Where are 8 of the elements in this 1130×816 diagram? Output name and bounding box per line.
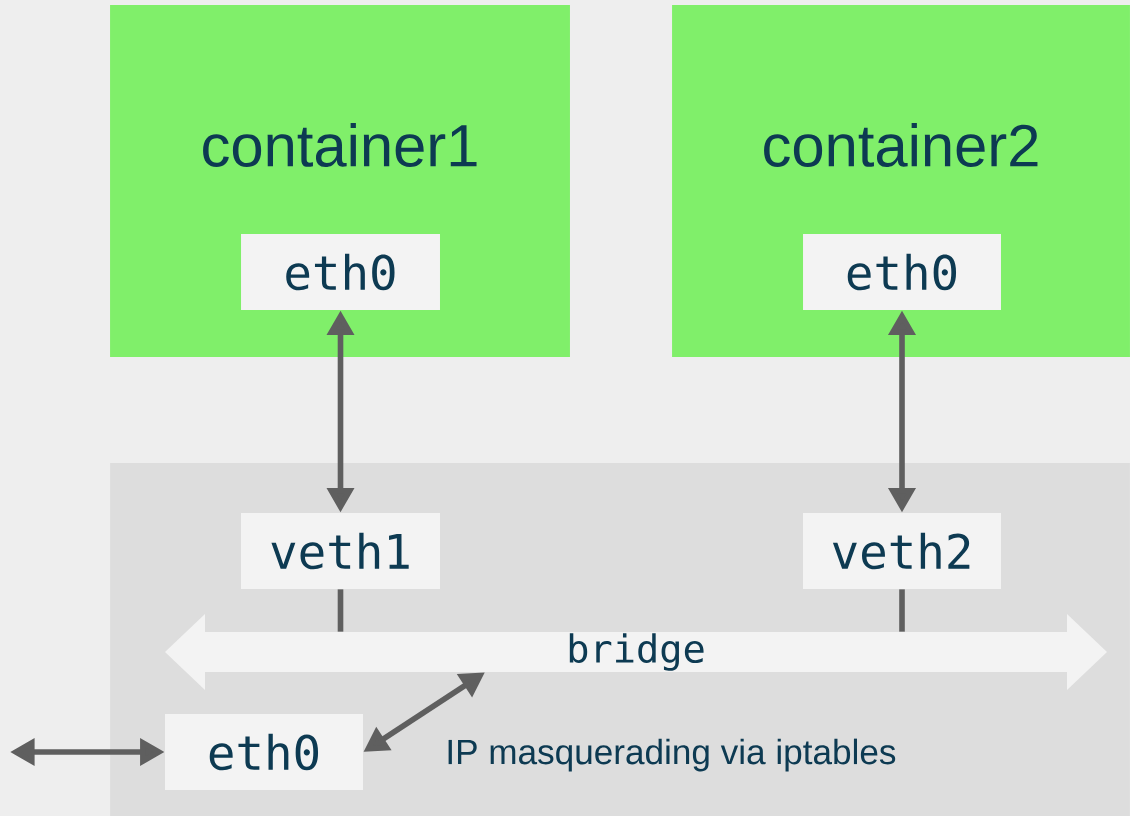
connector-line <box>337 589 344 632</box>
interface-box: veth2 <box>803 513 1001 589</box>
interface-box: veth1 <box>241 513 440 589</box>
note-text: IP masquerading via iptables <box>448 738 896 772</box>
interface-box: eth0 <box>241 234 440 310</box>
connector-line <box>899 589 905 632</box>
interface-box: eth0 <box>165 714 363 790</box>
interface-box: eth0 <box>803 234 1001 310</box>
